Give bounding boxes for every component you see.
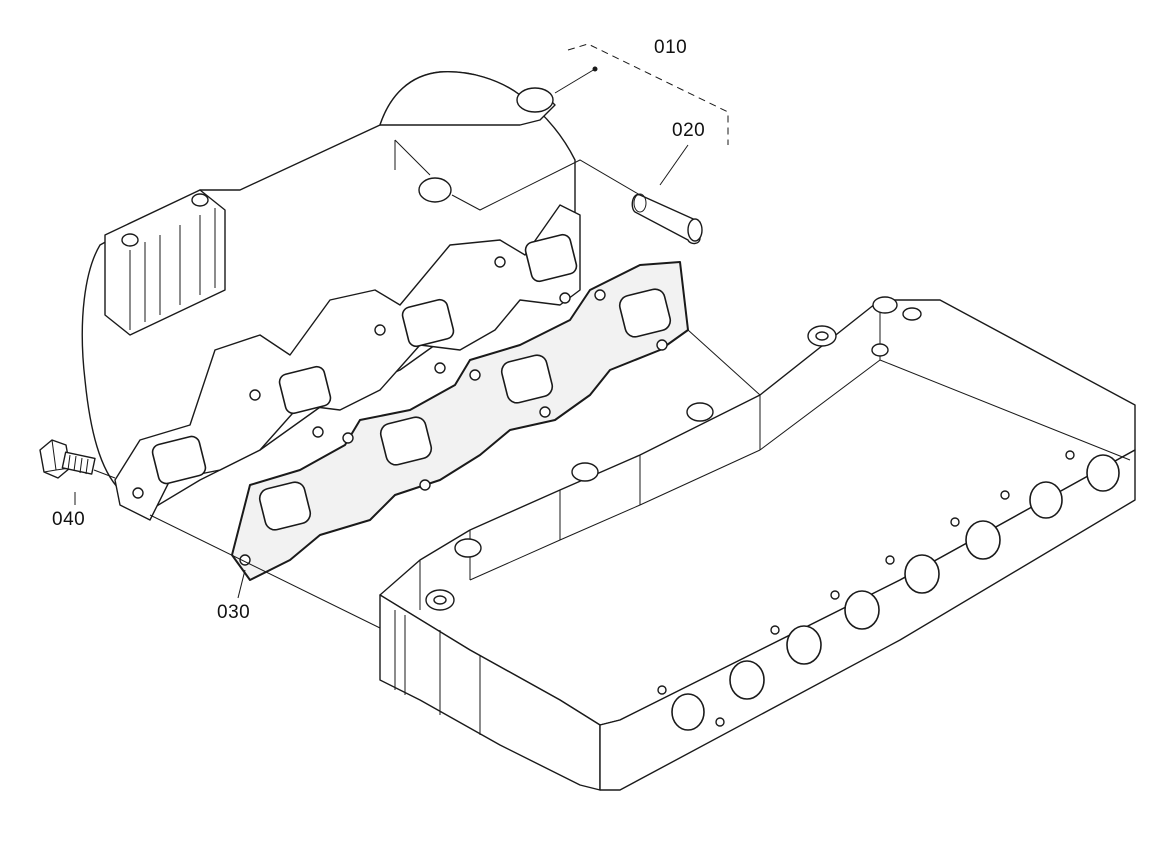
callout-020[interactable]: 020	[672, 120, 706, 141]
callout-030[interactable]: 030	[217, 602, 251, 623]
cylinder-head	[379, 296, 1136, 791]
callout-040[interactable]: 040	[52, 509, 86, 530]
stud-pipe	[631, 193, 703, 245]
leader-lines	[74, 43, 761, 629]
exhaust-manifold	[81, 71, 581, 521]
manifold-gasket	[231, 261, 689, 581]
bolt	[39, 439, 96, 479]
callout-010[interactable]: 010	[654, 37, 688, 58]
